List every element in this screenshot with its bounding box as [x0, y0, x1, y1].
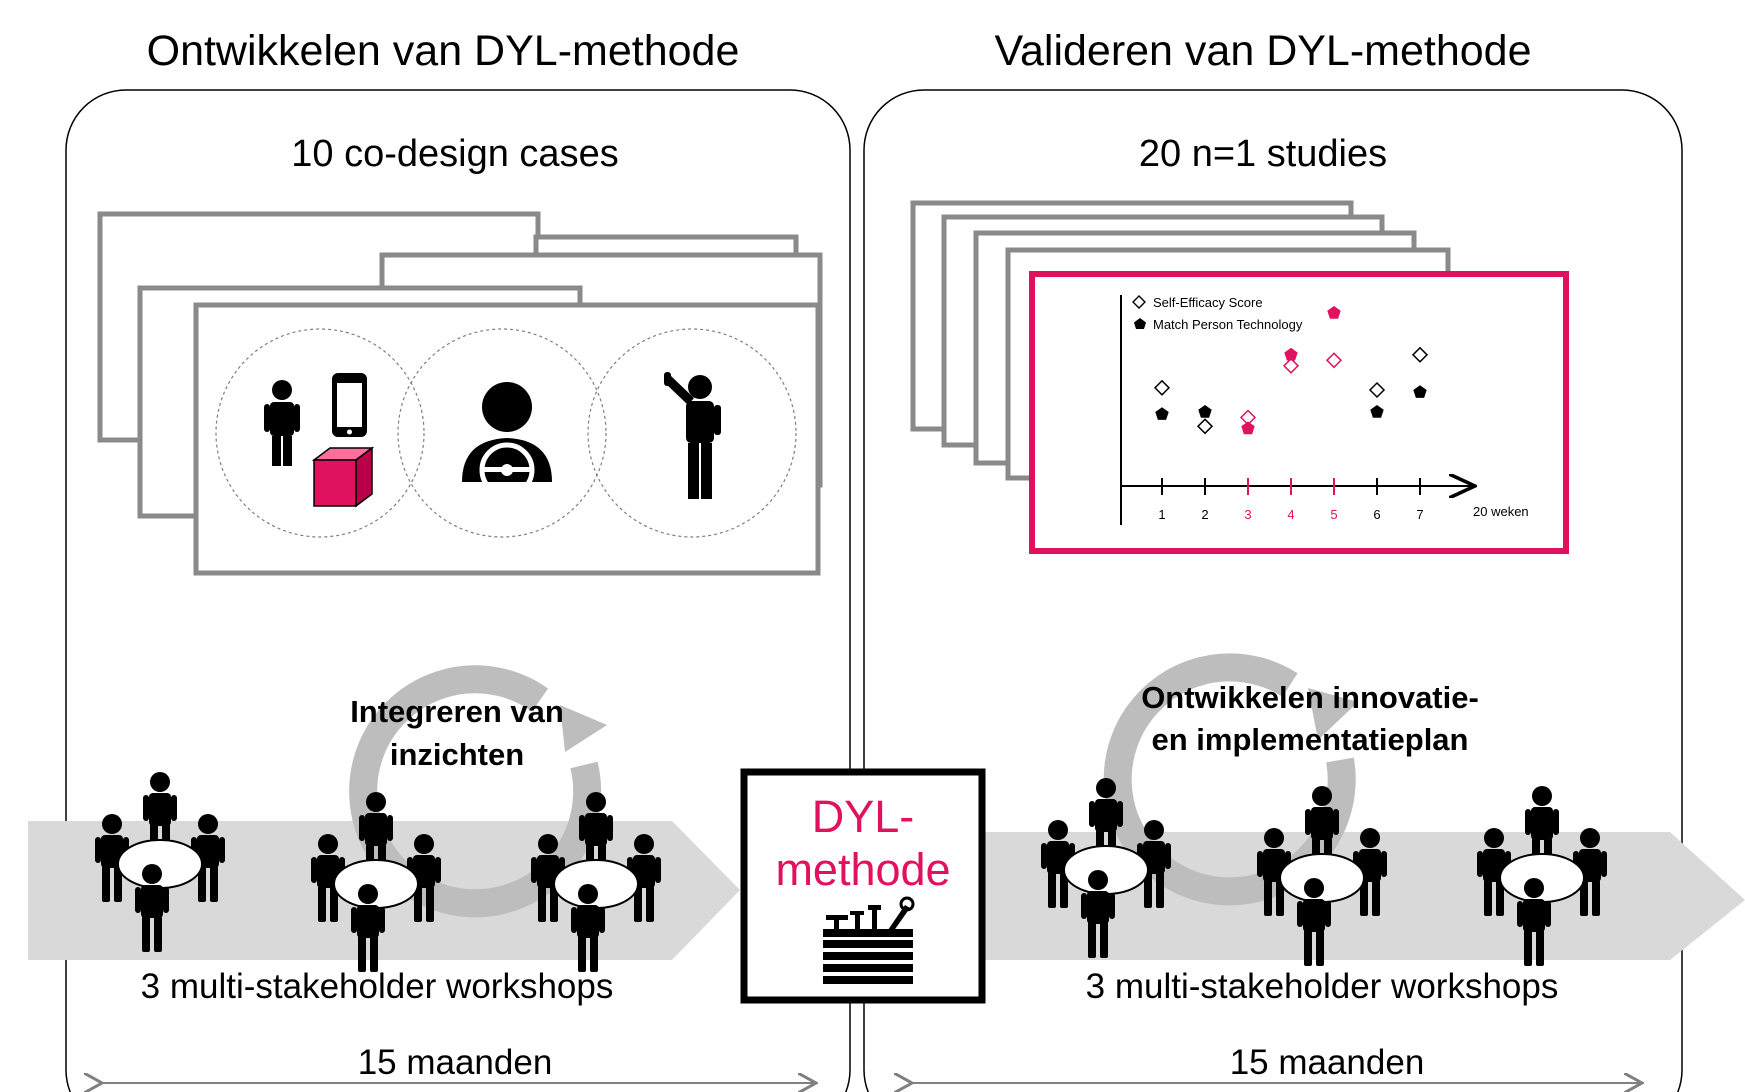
left-workshops-label: 3 multi-stakeholder workshops	[141, 967, 614, 1006]
left-heading: Ontwikkelen van DYL-methode	[147, 27, 740, 75]
right-cycle-label-line2: en implementatieplan	[1152, 722, 1469, 757]
smartphone-icon	[332, 373, 367, 437]
self-efficacy-point	[1368, 381, 1386, 399]
match-person-point	[1241, 421, 1255, 435]
dyl-method-line2: methode	[775, 844, 950, 895]
right-subtitle: 20 n=1 studies	[1139, 133, 1387, 175]
match-person-point	[1413, 385, 1427, 398]
chart-x-tick-label: 4	[1287, 507, 1294, 522]
match-person-point	[1370, 405, 1384, 418]
chart-x-tick-label: 6	[1373, 507, 1380, 522]
left-duration-label: 15 maanden	[358, 1043, 553, 1082]
person-icon	[264, 380, 300, 466]
left-cycle-label-line1: Integreren van	[350, 694, 564, 729]
chart-x-tick-label: 2	[1201, 507, 1208, 522]
venn-circles	[215, 328, 797, 538]
right-heading: Valideren van DYL-methode	[994, 27, 1531, 75]
study-chart: 1 2 3 4 5 6 7 Self-Efficacy Score Match Person…	[1120, 295, 1529, 525]
chart-x-tick-label: 5	[1330, 507, 1337, 522]
chart-legend: Self-Efficacy Score Match Person Technol…	[1132, 295, 1303, 332]
waving-person-icon	[664, 372, 721, 499]
left-panel	[65, 89, 851, 1092]
match-person-point	[1155, 407, 1169, 420]
self-efficacy-point	[1325, 352, 1343, 369]
legend-diamond-marker	[1132, 295, 1146, 309]
legend-label-match-person: Match Person Technology	[1153, 317, 1303, 332]
match-person-point	[1327, 306, 1341, 319]
self-efficacy-point	[1282, 357, 1300, 374]
match-person-point	[1284, 347, 1298, 361]
dyl-method-box	[740, 768, 986, 1004]
right-panel	[863, 89, 1683, 1092]
self-efficacy-point	[1411, 346, 1429, 363]
chart-x-tick-label: 7	[1416, 507, 1423, 522]
chart-x-tick-label: 1	[1158, 507, 1165, 522]
right-cycle-label-line1: Ontwikkelen innovatie-	[1141, 680, 1479, 715]
chart-x-tick-label: 3	[1244, 507, 1251, 522]
dyl-method-line1: DYL-	[812, 791, 915, 842]
match-person-point	[1198, 405, 1212, 418]
right-duration-label: 15 maanden	[1230, 1043, 1425, 1082]
legend-label-self-efficacy: Self-Efficacy Score	[1153, 295, 1263, 310]
driver-icon	[462, 382, 552, 498]
case-cards-stack	[97, 211, 823, 576]
legend-pentagon-marker	[1134, 318, 1146, 329]
left-cycle-label-line2: inzichten	[390, 737, 524, 772]
product-cube-icon	[311, 446, 375, 508]
self-efficacy-point	[1196, 418, 1214, 435]
right-workshops-label: 3 multi-stakeholder workshops	[1086, 967, 1559, 1006]
chart-x-end-label: 20 weken	[1473, 504, 1529, 519]
toolbox-icon	[823, 896, 915, 984]
self-efficacy-point	[1153, 379, 1171, 396]
left-subtitle: 10 co-design cases	[291, 133, 618, 175]
